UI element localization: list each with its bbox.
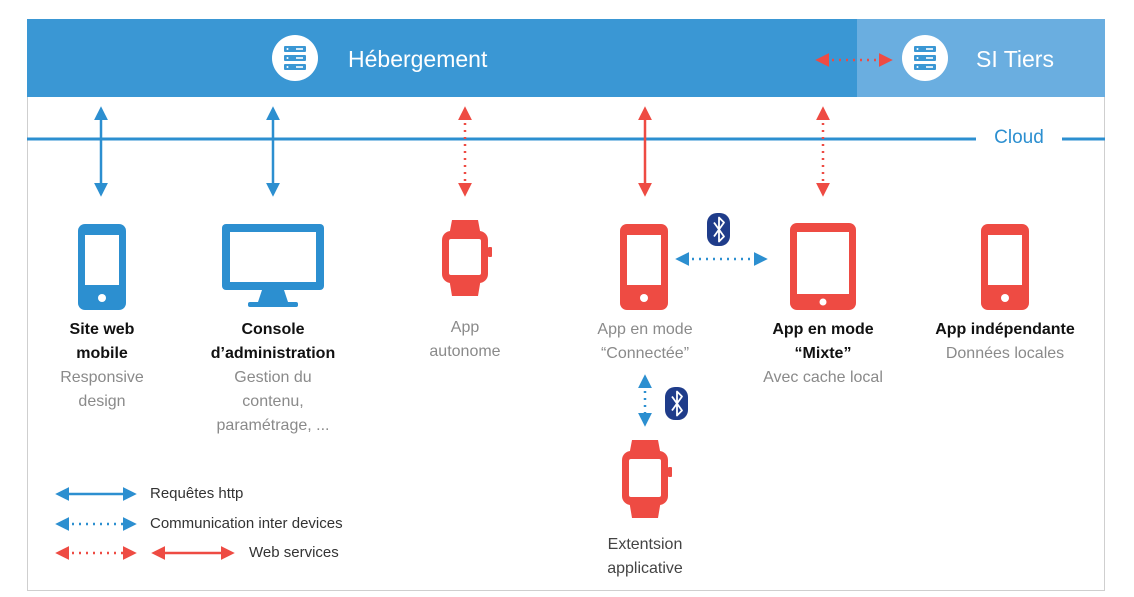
device-subtitle: Avec cache local (763, 369, 883, 386)
device-title: applicative (607, 560, 683, 577)
device-label-independent: App indépendante Données locales (918, 318, 1092, 366)
smartphone-icon (981, 224, 1029, 310)
desktop-monitor-icon (222, 224, 324, 307)
legend-web-services-label: Web services (249, 544, 339, 561)
hosting-band (27, 19, 857, 97)
device-label-site-web: Site web mobile Responsive design (42, 318, 162, 414)
device-label-console: Console d’administration Gestion du cont… (193, 318, 353, 438)
smartphone-icon (78, 224, 126, 310)
device-subtitle: Données locales (945, 345, 1065, 362)
device-subtitle: contenu, (242, 393, 304, 410)
smartwatch-icon (622, 440, 672, 518)
device-title: App indépendante (935, 321, 1075, 338)
device-subtitle: paramétrage, ... (216, 417, 330, 434)
device-title: d’administration (210, 345, 336, 362)
device-subtitle: design (78, 393, 126, 410)
device-title: App en mode (772, 321, 874, 338)
bluetooth-icon (665, 387, 688, 420)
device-title: “Connectée” (600, 345, 690, 362)
device-subtitle: Responsive (60, 369, 144, 386)
device-title: mobile (76, 345, 128, 362)
server-icon (272, 35, 318, 81)
third-party-band (857, 19, 1105, 97)
device-label-autonomous: App autonome (405, 316, 525, 364)
device-title: Site web (69, 321, 135, 338)
server-icon (902, 35, 948, 81)
cloud-label: Cloud (976, 127, 1062, 149)
third-party-title: SI Tiers (976, 46, 1054, 72)
device-title: Extentsion (607, 536, 683, 553)
device-label-extension: Extentsion applicative (580, 533, 710, 581)
device-subtitle: Gestion du (234, 369, 312, 386)
device-title: Console (241, 321, 305, 338)
device-title: App en mode (597, 321, 693, 338)
legend-http-label: Requêtes http (150, 485, 244, 502)
smartwatch-icon (442, 220, 492, 296)
device-label-mixed: App en mode “Mixte” Avec cache local (743, 318, 903, 390)
device-title: autonome (429, 343, 501, 360)
device-title: App (450, 319, 480, 336)
legend-inter-device-label: Communication inter devices (150, 515, 343, 532)
hosting-title: Hébergement (348, 46, 488, 72)
device-label-connected: App en mode “Connectée” (570, 318, 720, 366)
smartphone-icon (620, 224, 668, 310)
device-title: “Mixte” (794, 345, 852, 362)
bluetooth-icon (707, 213, 730, 246)
tablet-icon (790, 223, 856, 310)
